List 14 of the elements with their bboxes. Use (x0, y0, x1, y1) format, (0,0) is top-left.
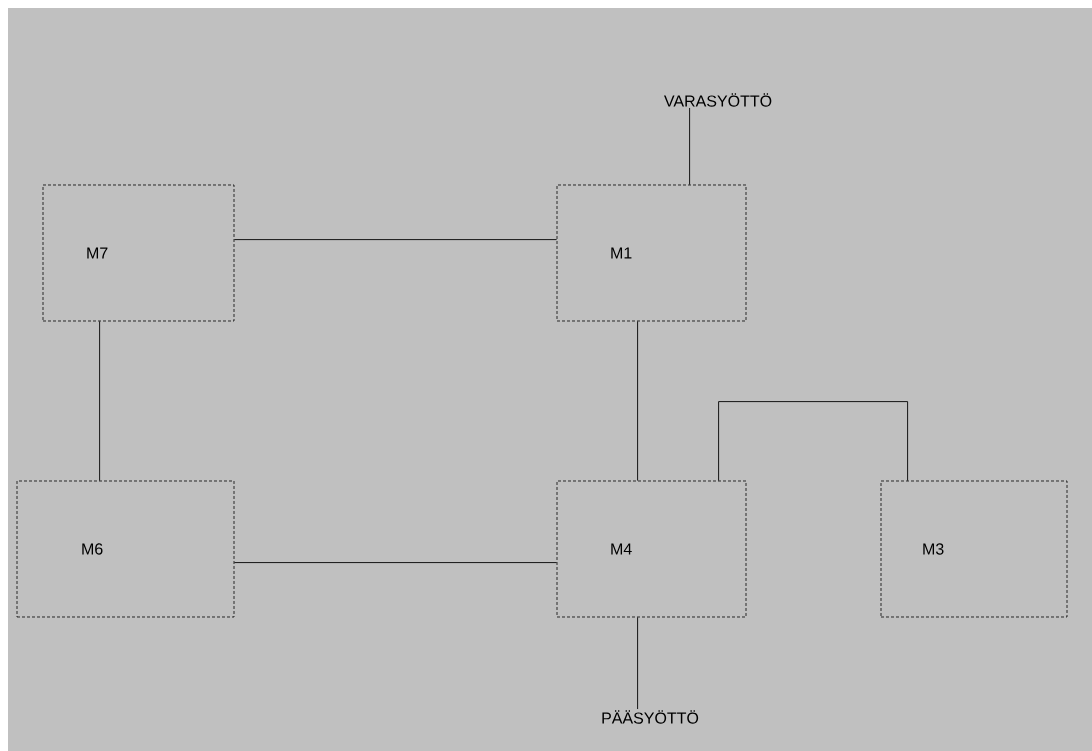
module-box: M1 (556, 184, 747, 322)
module-box: M4 (556, 480, 747, 618)
connector-line (718, 401, 909, 482)
connector-line (233, 239, 558, 241)
module-box: M7 (42, 184, 235, 322)
feed-label: VARASYÖTTÖ (664, 93, 772, 107)
connector-line (99, 320, 101, 482)
feed-label: PÄÄSYÖTTÖ (602, 710, 699, 724)
connector-line (233, 562, 558, 564)
module-box: M3 (880, 480, 1068, 618)
connector-line (637, 320, 639, 482)
module-box: M6 (16, 480, 235, 618)
connector-line (689, 107, 691, 186)
connector-line (637, 616, 639, 710)
